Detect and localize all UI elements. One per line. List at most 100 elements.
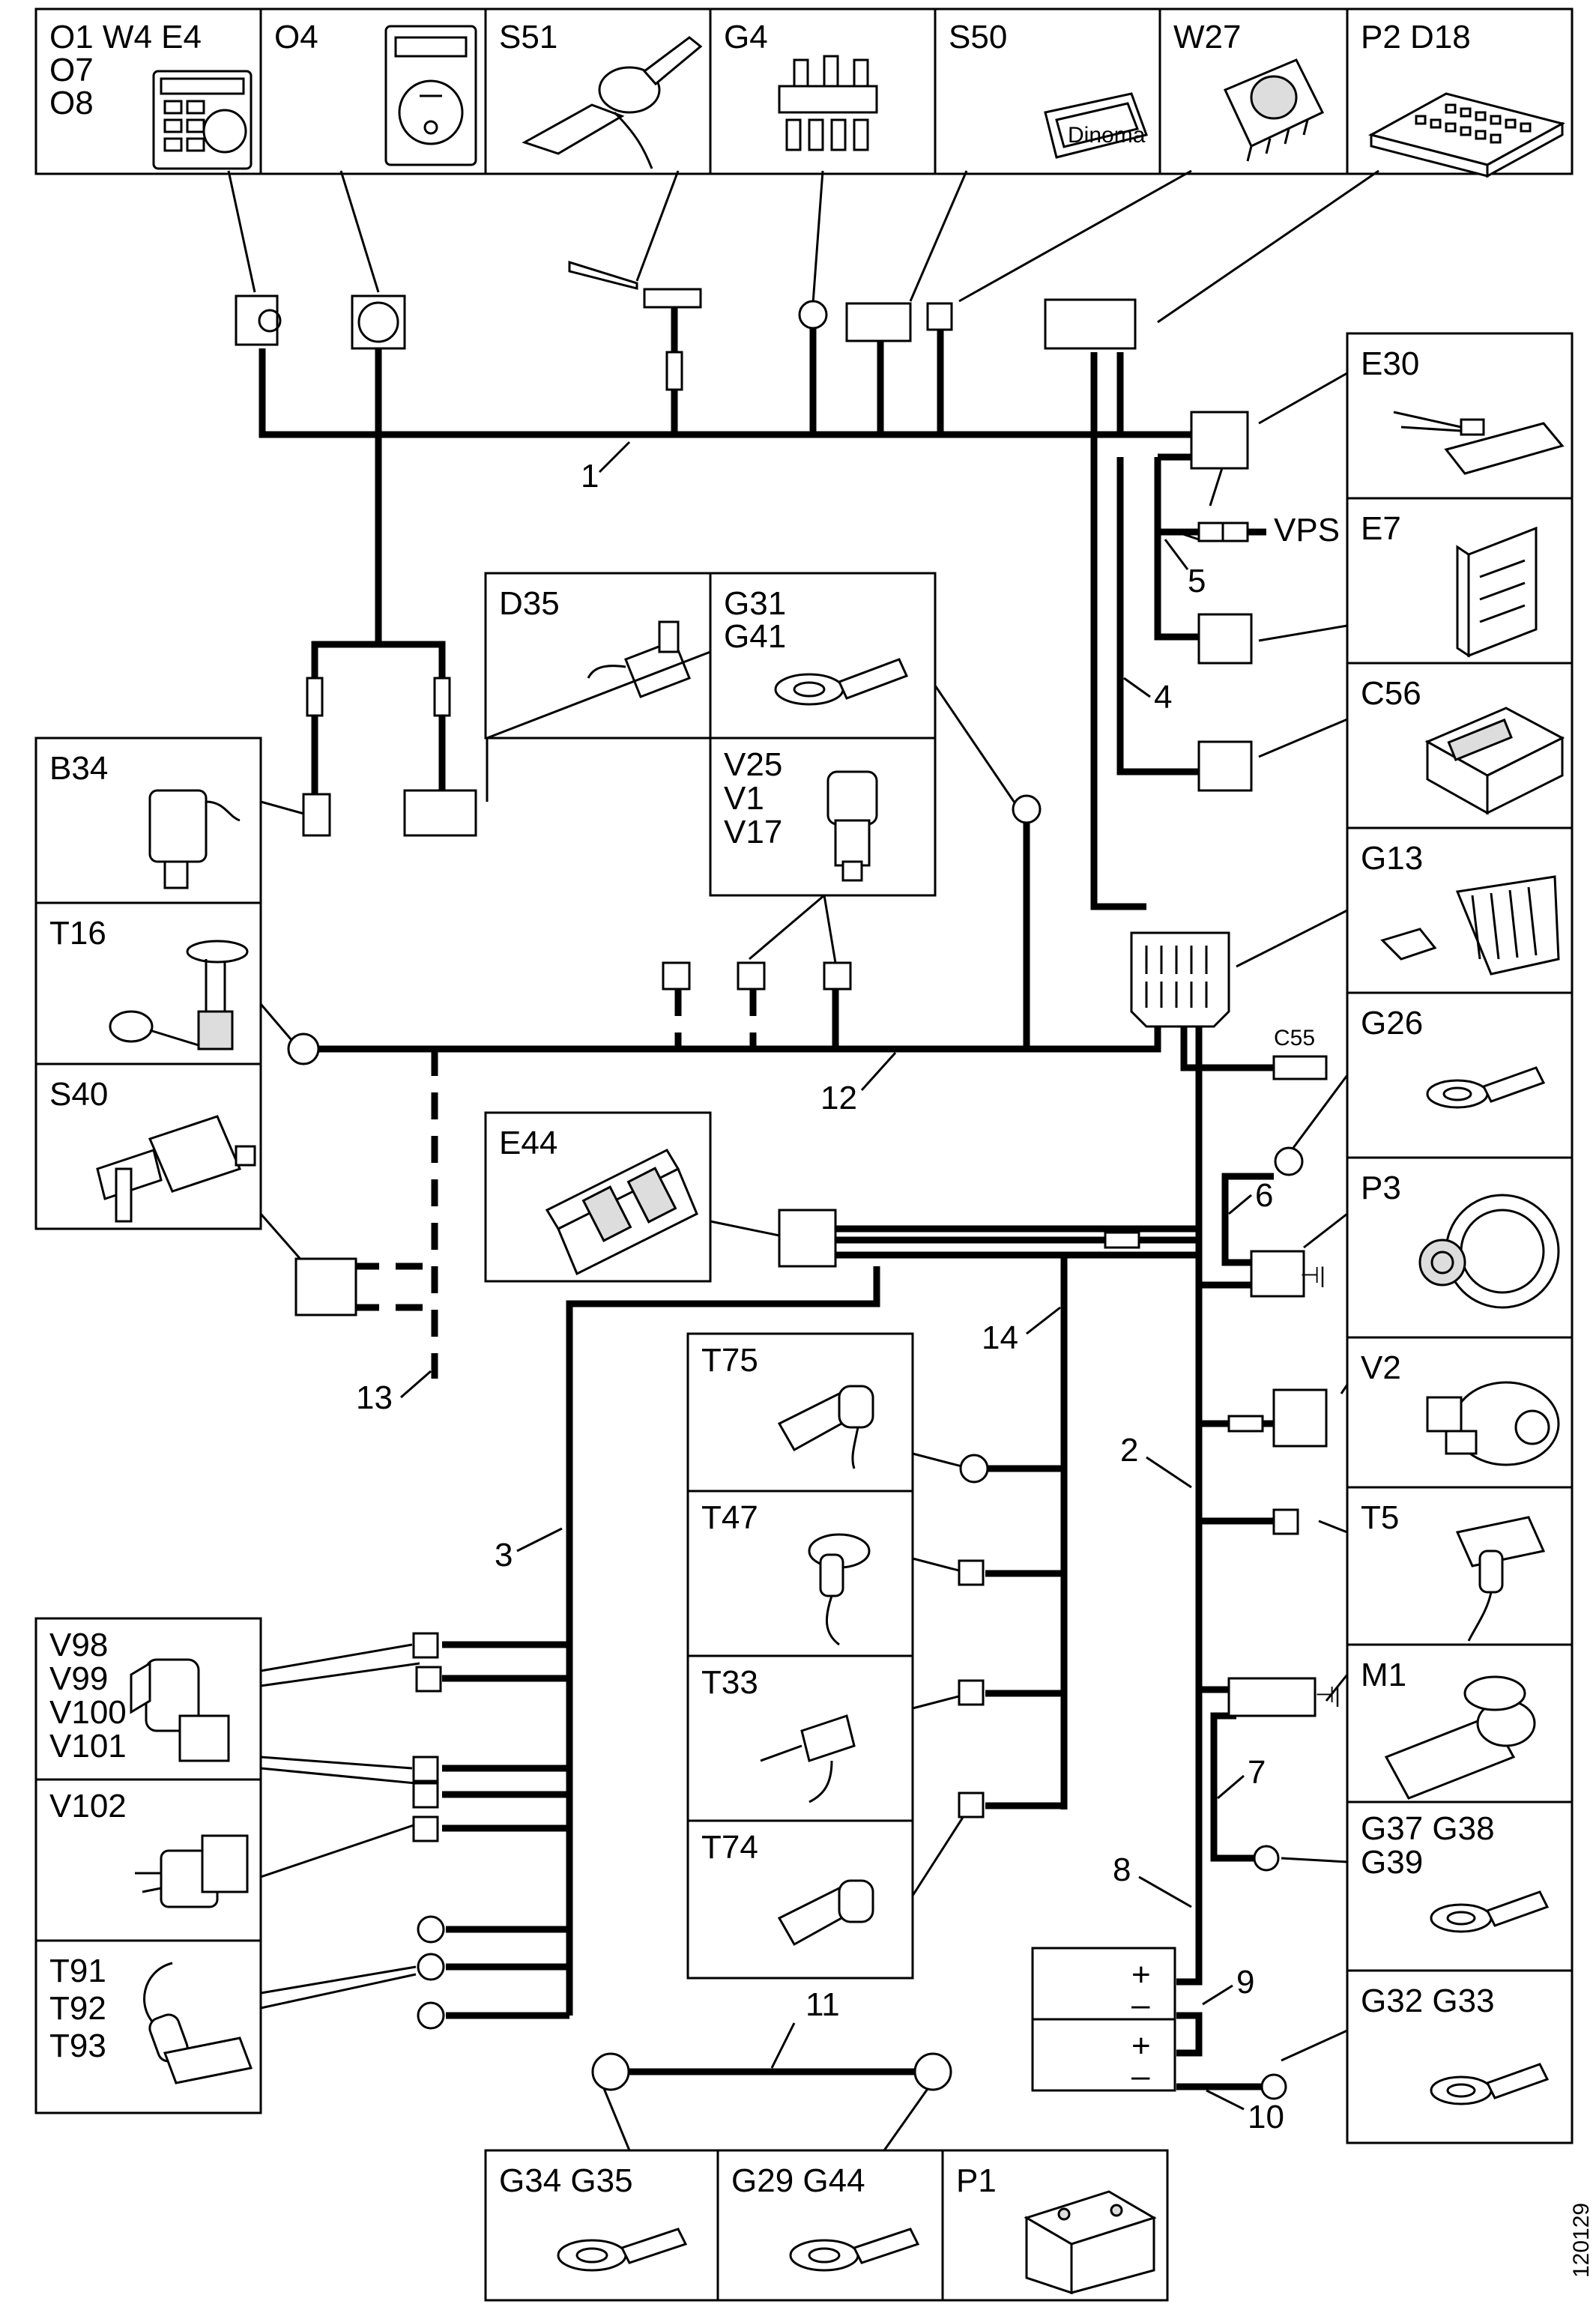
connector-t93[interactable] xyxy=(417,2001,445,2030)
right-component-column: E30 E7 C56 G13 xyxy=(1346,332,1574,2144)
connector-v1[interactable] xyxy=(737,961,766,991)
harness-number-14: 14 xyxy=(982,1319,1018,1356)
connector-g29[interactable] xyxy=(913,2052,952,2091)
box-g34-g35[interactable] xyxy=(484,2149,719,2302)
connector-g13[interactable] xyxy=(1130,931,1230,1028)
label-o4: O4 xyxy=(274,19,318,55)
connector-v25[interactable] xyxy=(662,961,691,991)
box-b34[interactable] xyxy=(34,737,262,904)
label-s51: S51 xyxy=(499,19,557,55)
connector-b34[interactable] xyxy=(302,793,331,837)
connector-t91[interactable] xyxy=(417,1915,445,1944)
connector-v100[interactable] xyxy=(412,1756,439,1783)
connector-g32[interactable] xyxy=(1260,2073,1287,2100)
stalk-switch-illustration xyxy=(522,36,703,169)
connector-v17[interactable] xyxy=(823,961,852,991)
connector-p2[interactable] xyxy=(1044,298,1137,350)
label-g26: G26 xyxy=(1361,1005,1423,1041)
connector-g4[interactable] xyxy=(798,300,828,330)
connector-t74[interactable] xyxy=(958,1792,985,1818)
connector-t16[interactable] xyxy=(287,1032,320,1065)
connector-v102[interactable] xyxy=(412,1815,439,1842)
connector-g37[interactable] xyxy=(1253,1845,1280,1872)
c56-heater-control-illustration xyxy=(1424,707,1565,815)
box-t91-t93[interactable] xyxy=(34,1939,262,2114)
p1-battery-illustration xyxy=(1024,2190,1157,2295)
label-v98: V98 xyxy=(49,1627,108,1663)
connector-p3[interactable] xyxy=(1250,1250,1305,1298)
diagram-text-labels: VPS C55 1 2 3 4 5 6 7 8 9 10 11 12 13 14… xyxy=(356,441,1594,2278)
harness-2 xyxy=(1176,1026,1203,1986)
central-electric-unit-illustration xyxy=(1367,92,1566,178)
connector-g26[interactable] xyxy=(1274,1146,1304,1176)
connector-e44[interactable] xyxy=(778,1209,837,1268)
connector-e7[interactable] xyxy=(1197,613,1253,665)
connector-o1[interactable] xyxy=(235,294,279,346)
label-v99: V99 xyxy=(49,1660,108,1697)
connector-t33[interactable] xyxy=(958,1679,985,1706)
label-b34: B34 xyxy=(49,750,108,787)
connector-e30[interactable] xyxy=(1190,411,1249,470)
t33-sensor-illustration xyxy=(760,1714,856,1803)
box-g32-g33[interactable] xyxy=(1346,1969,1574,2144)
g31-ring-terminal-illustration xyxy=(774,658,909,706)
label-t92: T92 xyxy=(49,1990,106,2027)
box-v25-v1-v17[interactable] xyxy=(709,737,937,897)
label-g13: G13 xyxy=(1361,840,1423,877)
label-p2-d18: P2 D18 xyxy=(1361,19,1471,55)
inline-connector-a[interactable] xyxy=(306,677,324,717)
connector-t75[interactable] xyxy=(959,1454,989,1484)
s51-inline-connector[interactable] xyxy=(665,351,683,391)
harness-number-1: 1 xyxy=(581,458,599,495)
label-o1-w4-e4: O1 W4 E4 xyxy=(49,19,202,55)
box-g37-g38-g39[interactable] xyxy=(1346,1800,1574,1972)
connector-t92[interactable] xyxy=(417,1953,445,1981)
label-p1: P1 xyxy=(956,2162,997,2199)
connector-v101[interactable] xyxy=(412,1782,439,1809)
m1-starter-motor-illustration xyxy=(1384,1675,1536,1800)
battery2-plus: + xyxy=(1131,2028,1151,2064)
connector-d35[interactable] xyxy=(403,789,477,837)
connector-t5[interactable] xyxy=(1272,1508,1299,1535)
p3-ground-symbol: ⊣| xyxy=(1300,1263,1326,1288)
box-s51[interactable] xyxy=(484,7,712,175)
box-e30[interactable] xyxy=(1346,332,1574,500)
e7-control-unit-illustration xyxy=(1456,526,1538,658)
t16-fuel-level-sensor-illustration xyxy=(109,940,249,1050)
connector-s40[interactable] xyxy=(294,1257,357,1316)
label-v102: V102 xyxy=(49,1788,127,1824)
inline-connector-v2[interactable] xyxy=(1227,1415,1264,1433)
connector-g34[interactable] xyxy=(591,2052,630,2091)
connector-c55[interactable] xyxy=(1272,1055,1328,1080)
connector-g31[interactable] xyxy=(1012,794,1042,824)
connector-s50[interactable] xyxy=(845,302,912,342)
box-t74[interactable] xyxy=(686,1819,914,1980)
connector-m1[interactable] xyxy=(1227,1677,1317,1717)
connector-s51[interactable] xyxy=(643,288,702,309)
connector-v99[interactable] xyxy=(415,1666,442,1693)
connector-v98[interactable] xyxy=(412,1632,439,1659)
wiring-harnesses xyxy=(259,307,1285,2090)
connector-o4[interactable] xyxy=(351,294,406,350)
label-v1: V1 xyxy=(724,780,764,817)
connector-t47[interactable] xyxy=(958,1559,985,1586)
diagnostic-socket-illustration: Dinoma xyxy=(1044,92,1148,159)
connector-w27[interactable] xyxy=(926,302,953,331)
connector-c56[interactable] xyxy=(1197,740,1253,792)
inline-connector-14[interactable] xyxy=(1104,1231,1140,1249)
harness-number-7: 7 xyxy=(1248,1754,1266,1791)
box-t5[interactable] xyxy=(1346,1486,1574,1646)
tachograph-illustration xyxy=(384,25,477,166)
inline-connector-b[interactable] xyxy=(433,677,451,717)
g37-ring-terminal-illustration xyxy=(1430,1890,1550,1933)
m1-ground-symbol: ⊣| xyxy=(1315,1683,1340,1708)
v98-solenoid-valve-illustration xyxy=(130,1658,230,1762)
box-g29-g44[interactable] xyxy=(716,2149,944,2302)
label-t33: T33 xyxy=(701,1664,758,1701)
top-component-row: O1 W4 E4 O7 O8 O4 S51 G4 xyxy=(34,7,1574,178)
connector-v2[interactable] xyxy=(1272,1388,1328,1448)
box-g31-g41[interactable] xyxy=(709,572,937,740)
box-s50[interactable] xyxy=(934,7,1161,175)
t91-sensor-illustration xyxy=(143,1962,253,2084)
box-d35[interactable] xyxy=(484,572,712,740)
